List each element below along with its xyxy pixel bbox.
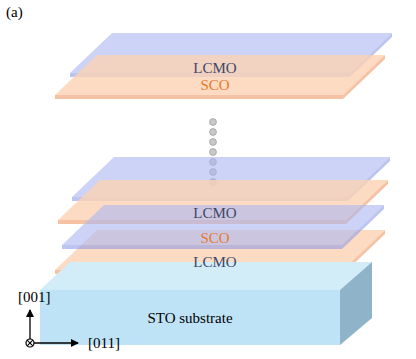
layer-label: LCMO	[193, 60, 236, 77]
panel-label: (a)	[6, 4, 23, 21]
layer-label: LCMO	[193, 254, 236, 271]
substrate-block	[40, 262, 372, 345]
layer-label: STO substrate	[147, 310, 232, 327]
layer-label: LCMO	[193, 205, 236, 222]
layer-label: SCO	[200, 230, 229, 247]
axis-label: [001]	[18, 289, 51, 306]
layer-label: SCO	[200, 77, 229, 94]
substrate-face: STO substrate	[40, 290, 340, 345]
axis-label: [011]	[88, 335, 120, 352]
axes	[26, 310, 78, 347]
